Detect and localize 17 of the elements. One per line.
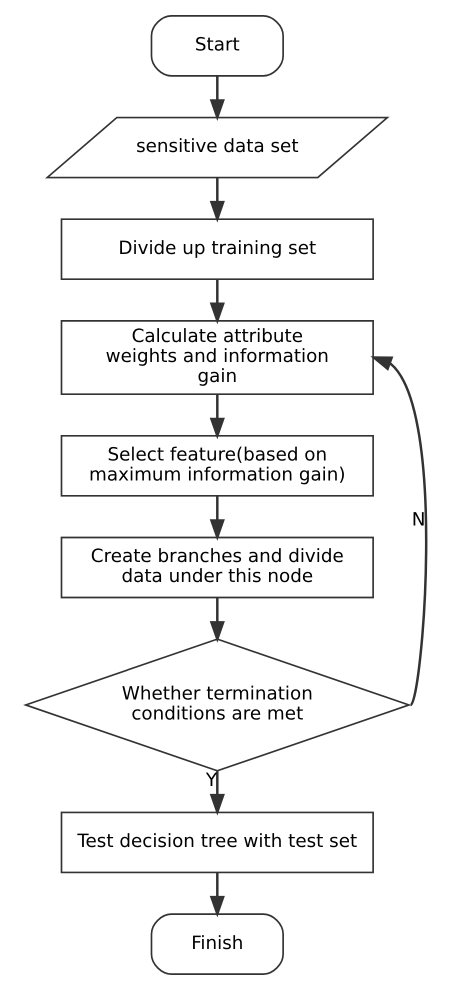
node-box: Calculate attribute weights and information gain: [60, 320, 374, 395]
node-box: Create branches and divide data under this node: [60, 536, 374, 598]
arrow: [370, 356, 427, 706]
arrow: [209, 394, 224, 439]
arrow: [209, 177, 224, 222]
arrow: [209, 495, 224, 540]
node-diamond: Whether termination conditions are met: [22, 638, 412, 772]
edge-label: N: [411, 509, 425, 530]
arrow: [209, 872, 224, 918]
arrow: [209, 597, 224, 642]
node-box: Start: [150, 14, 284, 76]
node-box: Select feature(based on maximum information gain): [60, 434, 374, 496]
arrow: [209, 279, 224, 324]
node-box: Divide up training set: [60, 218, 374, 280]
node-box: Test decision tree with test set: [60, 811, 374, 873]
node-box: Finish: [150, 912, 284, 974]
arrow: [209, 76, 224, 120]
